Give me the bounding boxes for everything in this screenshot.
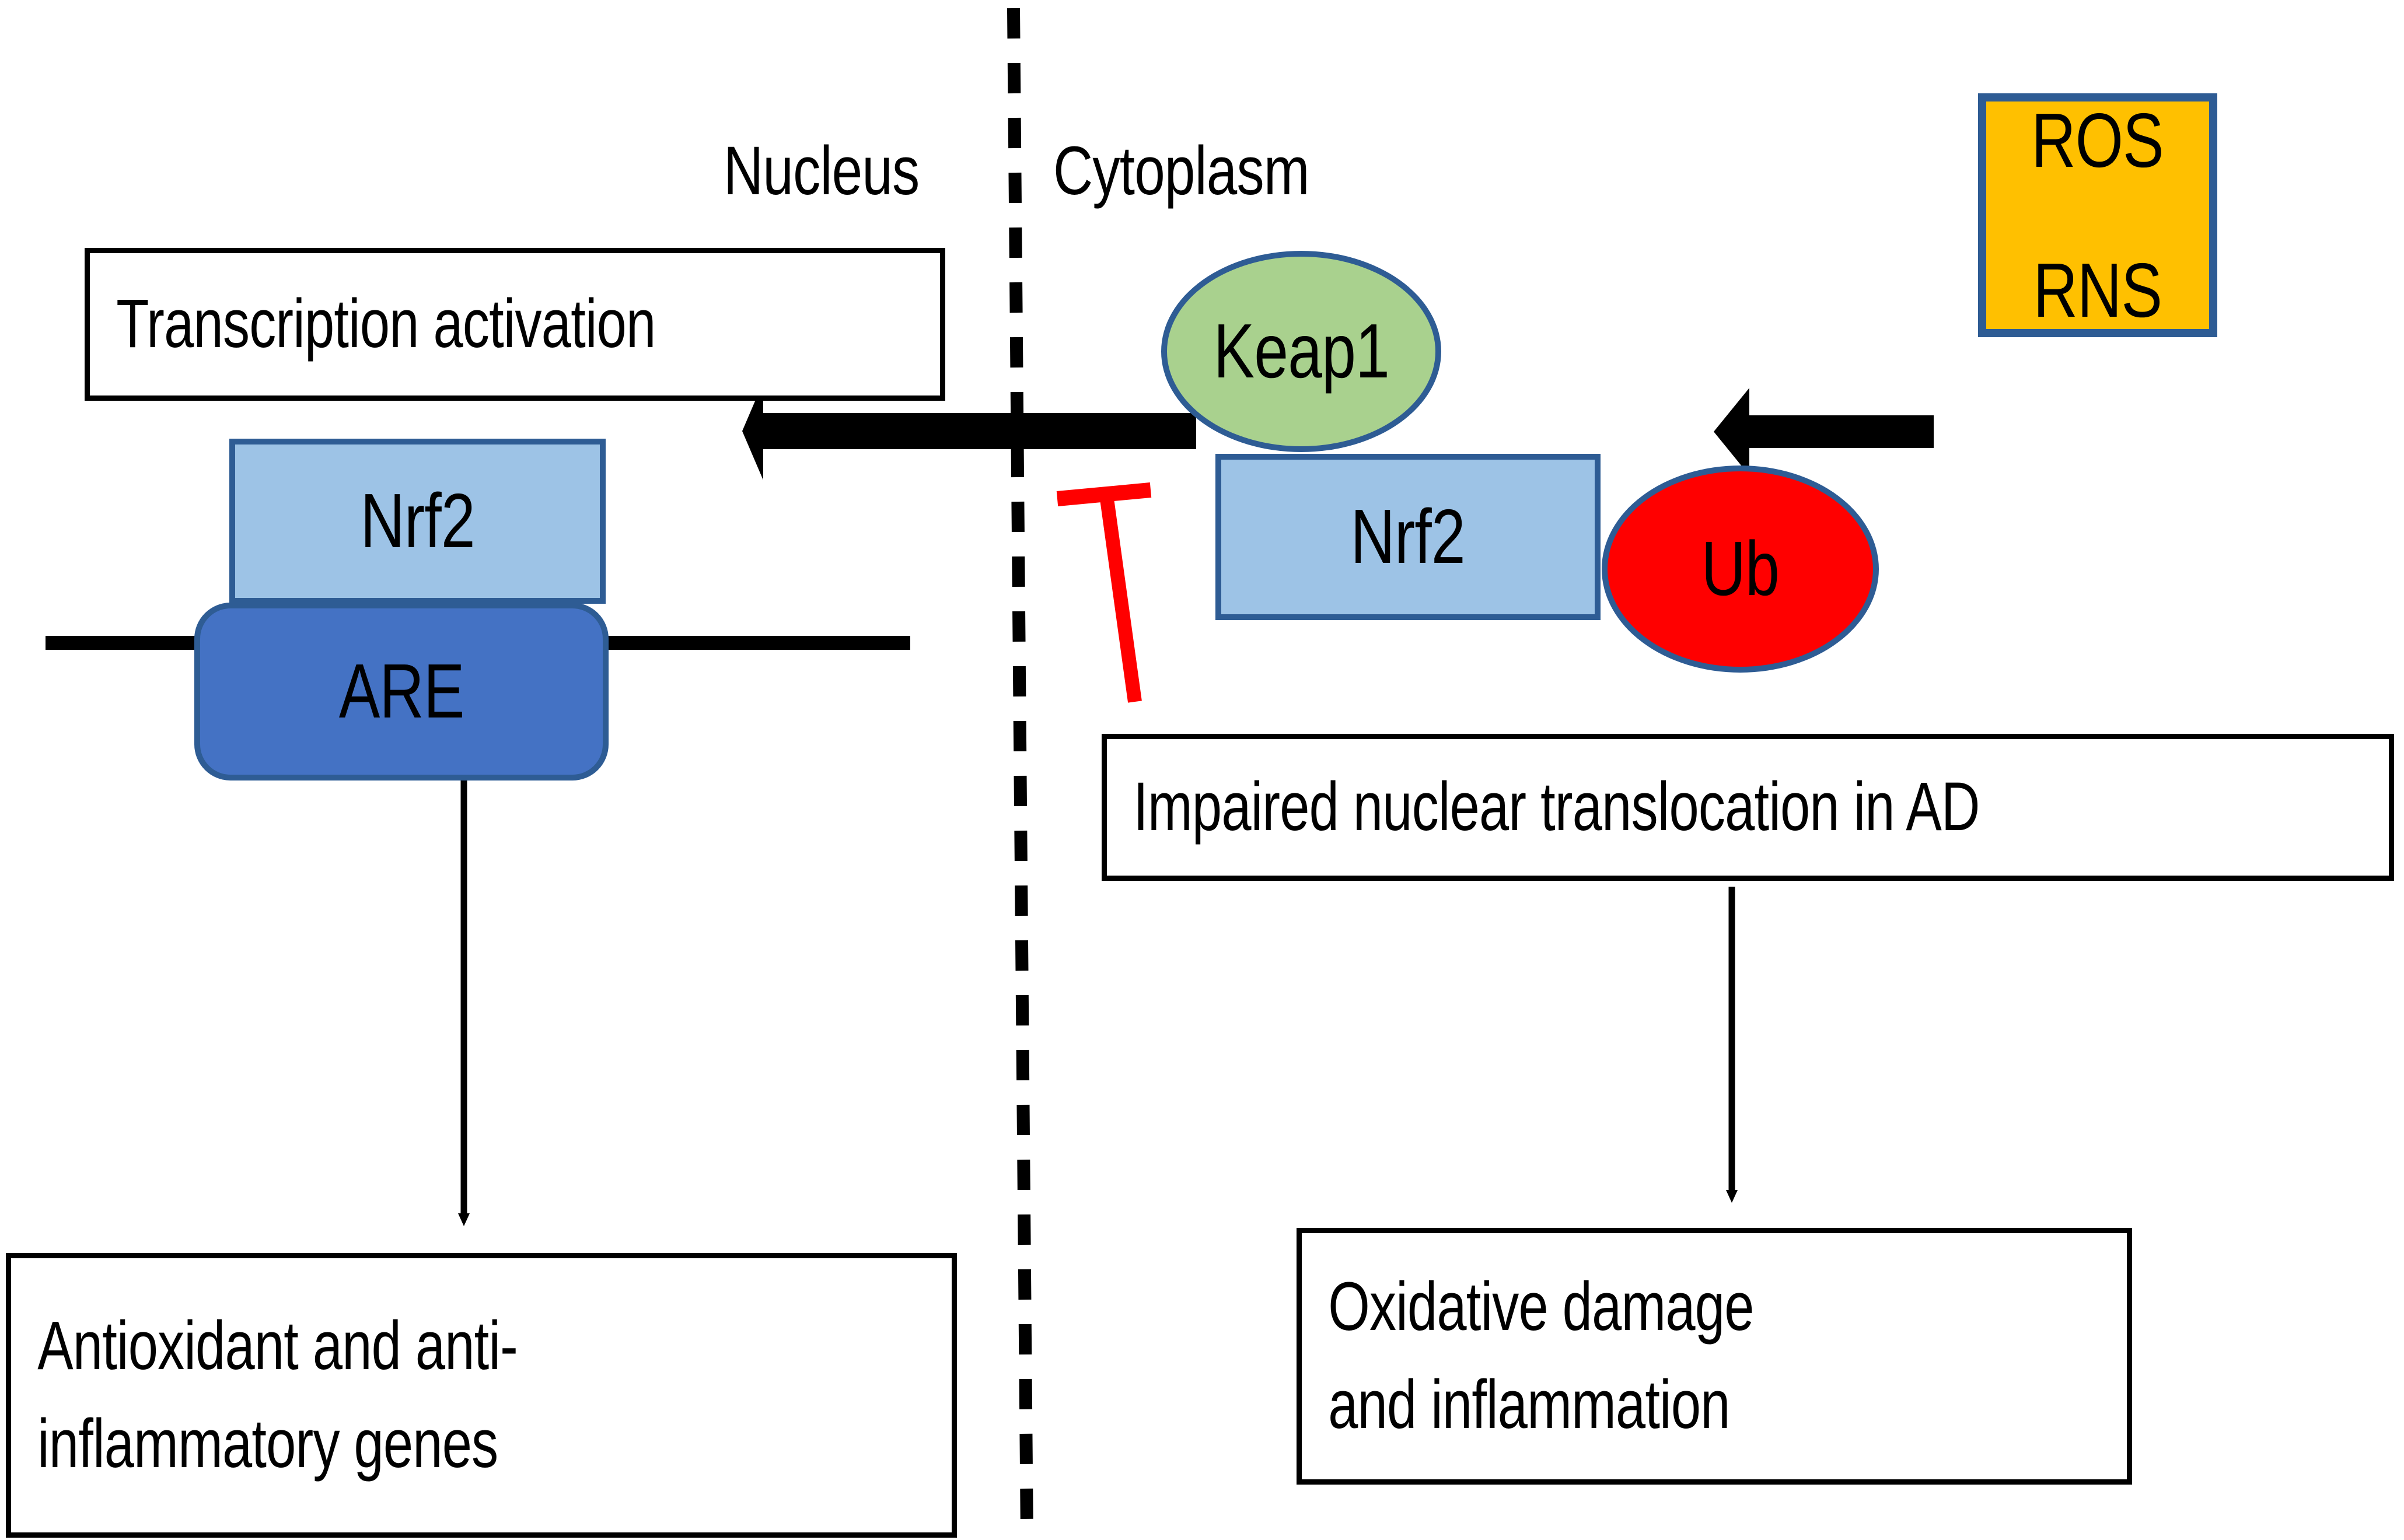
keap1-node[interactable]: Keap1 — [1161, 251, 1441, 452]
rns-label: RNS — [2033, 247, 2162, 333]
antioxidant-genes-label: Antioxidant and anti- inflammatory genes — [37, 1307, 518, 1482]
oxidative-damage-label: Oxidative damage and inflammation — [1328, 1268, 1754, 1443]
arrow-left-nuclear-import — [742, 382, 1196, 480]
nrf2-cytoplasmic-node[interactable]: Nrf2 — [1215, 454, 1601, 620]
are-label: ARE — [338, 648, 465, 734]
ros-rns-node[interactable]: ROS RNS — [1978, 93, 2217, 337]
impaired-translocation-label: Impaired nuclear translocation in AD — [1133, 768, 1980, 846]
oxidative-damage-box[interactable]: Oxidative damage and inflammation — [1297, 1228, 2132, 1485]
keap1-label: Keap1 — [1213, 308, 1389, 394]
antioxidant-genes-box[interactable]: Antioxidant and anti- inflammatory genes — [6, 1253, 957, 1538]
ub-label: Ub — [1701, 526, 1780, 612]
are-node[interactable]: ARE — [194, 603, 609, 780]
transcription-activation-box[interactable]: Transcription activation — [85, 248, 945, 401]
dna-strand-right — [607, 636, 910, 650]
nuclear-membrane-dashed-line — [1007, 8, 1033, 1538]
nrf2-nuclear-label: Nrf2 — [360, 478, 475, 564]
impaired-translocation-box[interactable]: Impaired nuclear translocation in AD — [1102, 734, 2394, 881]
transcription-activation-label: Transcription activation — [116, 285, 656, 363]
region-label-cytoplasm: Cytoplasm — [1053, 132, 1310, 209]
ros-label: ROS — [2031, 97, 2164, 183]
dna-strand-left — [46, 636, 198, 650]
ub-node[interactable]: Ub — [1602, 466, 1879, 673]
inhibition-t-bar — [1056, 482, 1152, 703]
region-label-nucleus: Nucleus — [724, 132, 920, 209]
arrow-left-ros-activation — [1714, 388, 1934, 475]
nrf2-cytoplasmic-label: Nrf2 — [1350, 494, 1466, 580]
nrf2-nuclear-node[interactable]: Nrf2 — [229, 439, 606, 604]
